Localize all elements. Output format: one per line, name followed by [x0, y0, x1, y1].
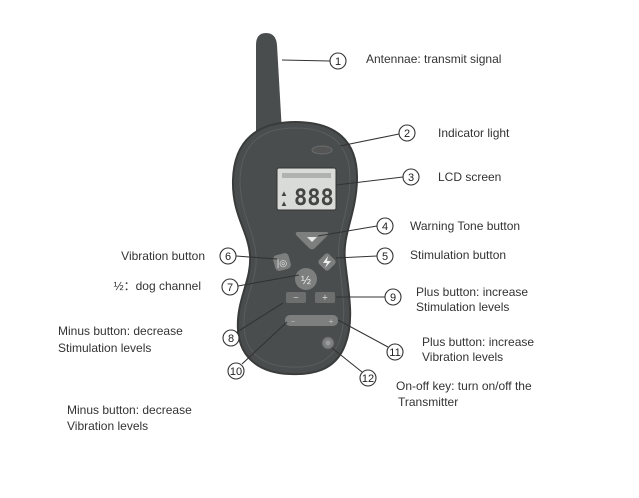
- dog-icon: ▲: [280, 199, 288, 208]
- label-on-off: On-off key: turn on/off the: [396, 379, 532, 393]
- svg-text:7: 7: [227, 282, 233, 294]
- vibration-minus-icon: −: [291, 317, 296, 326]
- vibration-icon: |◎: [277, 258, 287, 268]
- lightning-icon: [323, 256, 331, 268]
- callout-1: 1: [329, 52, 347, 70]
- label-vib-minus: Minus button: decrease: [67, 403, 192, 417]
- svg-text:8: 8: [228, 333, 234, 345]
- callout-2: 2: [398, 124, 416, 142]
- stimulation-plus-button[interactable]: [315, 292, 335, 303]
- dog-channel-button[interactable]: [295, 268, 317, 290]
- label-stim-minus: Minus button: decrease: [58, 324, 183, 338]
- label-stimulation: Stimulation button: [410, 248, 506, 262]
- svg-text:10: 10: [230, 366, 242, 378]
- lcd-screen: [276, 167, 337, 211]
- minus-icon: −: [293, 293, 299, 304]
- vibration-plus-icon: +: [329, 317, 334, 326]
- label-vib-minus: Vibration levels: [67, 419, 148, 433]
- vibration-button[interactable]: [272, 252, 292, 272]
- svg-text:2: 2: [404, 128, 410, 140]
- stimulation-minus-button[interactable]: [286, 292, 306, 303]
- antenna: [256, 33, 283, 150]
- callout-6: 6: [219, 247, 237, 265]
- callout-4: 4: [376, 217, 394, 235]
- callout-11: 11: [386, 343, 404, 361]
- label-stim-plus: Plus button: increase: [416, 285, 528, 299]
- callout-3: 3: [402, 168, 420, 186]
- svg-text:3: 3: [408, 172, 414, 184]
- label-vib-plus: Vibration levels: [422, 350, 503, 364]
- callout-7: 7: [221, 278, 239, 296]
- power-icon: [325, 340, 331, 346]
- svg-text:1: 1: [335, 56, 341, 68]
- body-inner-bevel: [239, 127, 351, 368]
- label-lcd-screen: LCD screen: [438, 170, 501, 184]
- lcd-status-icons: [282, 173, 331, 178]
- svg-text:11: 11: [389, 347, 400, 359]
- callout-8: 8: [222, 329, 240, 347]
- svg-text:4: 4: [382, 221, 388, 233]
- callout-10: 10: [227, 362, 245, 380]
- label-antennae: Antennae: transmit signal: [366, 52, 501, 66]
- channel-icon: ½: [301, 273, 311, 287]
- warning-tone-icon: [307, 237, 317, 242]
- indicator-light: [311, 145, 333, 155]
- callout-9: 9: [384, 288, 402, 306]
- lcd-digits: 888: [294, 186, 334, 211]
- plus-icon: +: [322, 293, 328, 304]
- label-dog-channel: ½：dog channel: [114, 279, 201, 293]
- label-vibration: Vibration button: [121, 249, 205, 263]
- label-vib-plus: Plus button: increase: [422, 335, 534, 349]
- svg-text:12: 12: [362, 373, 374, 385]
- leader-lines: [235, 59, 404, 373]
- label-stim-minus: Stimulation levels: [58, 341, 151, 355]
- label-on-off: Transmitter: [398, 395, 458, 409]
- vibration-level-rocker[interactable]: [285, 315, 338, 326]
- label-indicator-light: Indicator light: [438, 126, 510, 140]
- svg-text:9: 9: [390, 292, 396, 304]
- svg-text:5: 5: [382, 251, 388, 263]
- callout-5: 5: [376, 247, 394, 265]
- svg-text:6: 6: [225, 251, 231, 263]
- label-warning-tone: Warning Tone button: [410, 219, 520, 233]
- label-stim-plus: Stimulation levels: [416, 300, 509, 314]
- dog-icon: ▲: [280, 189, 288, 198]
- callout-12: 12: [359, 369, 377, 387]
